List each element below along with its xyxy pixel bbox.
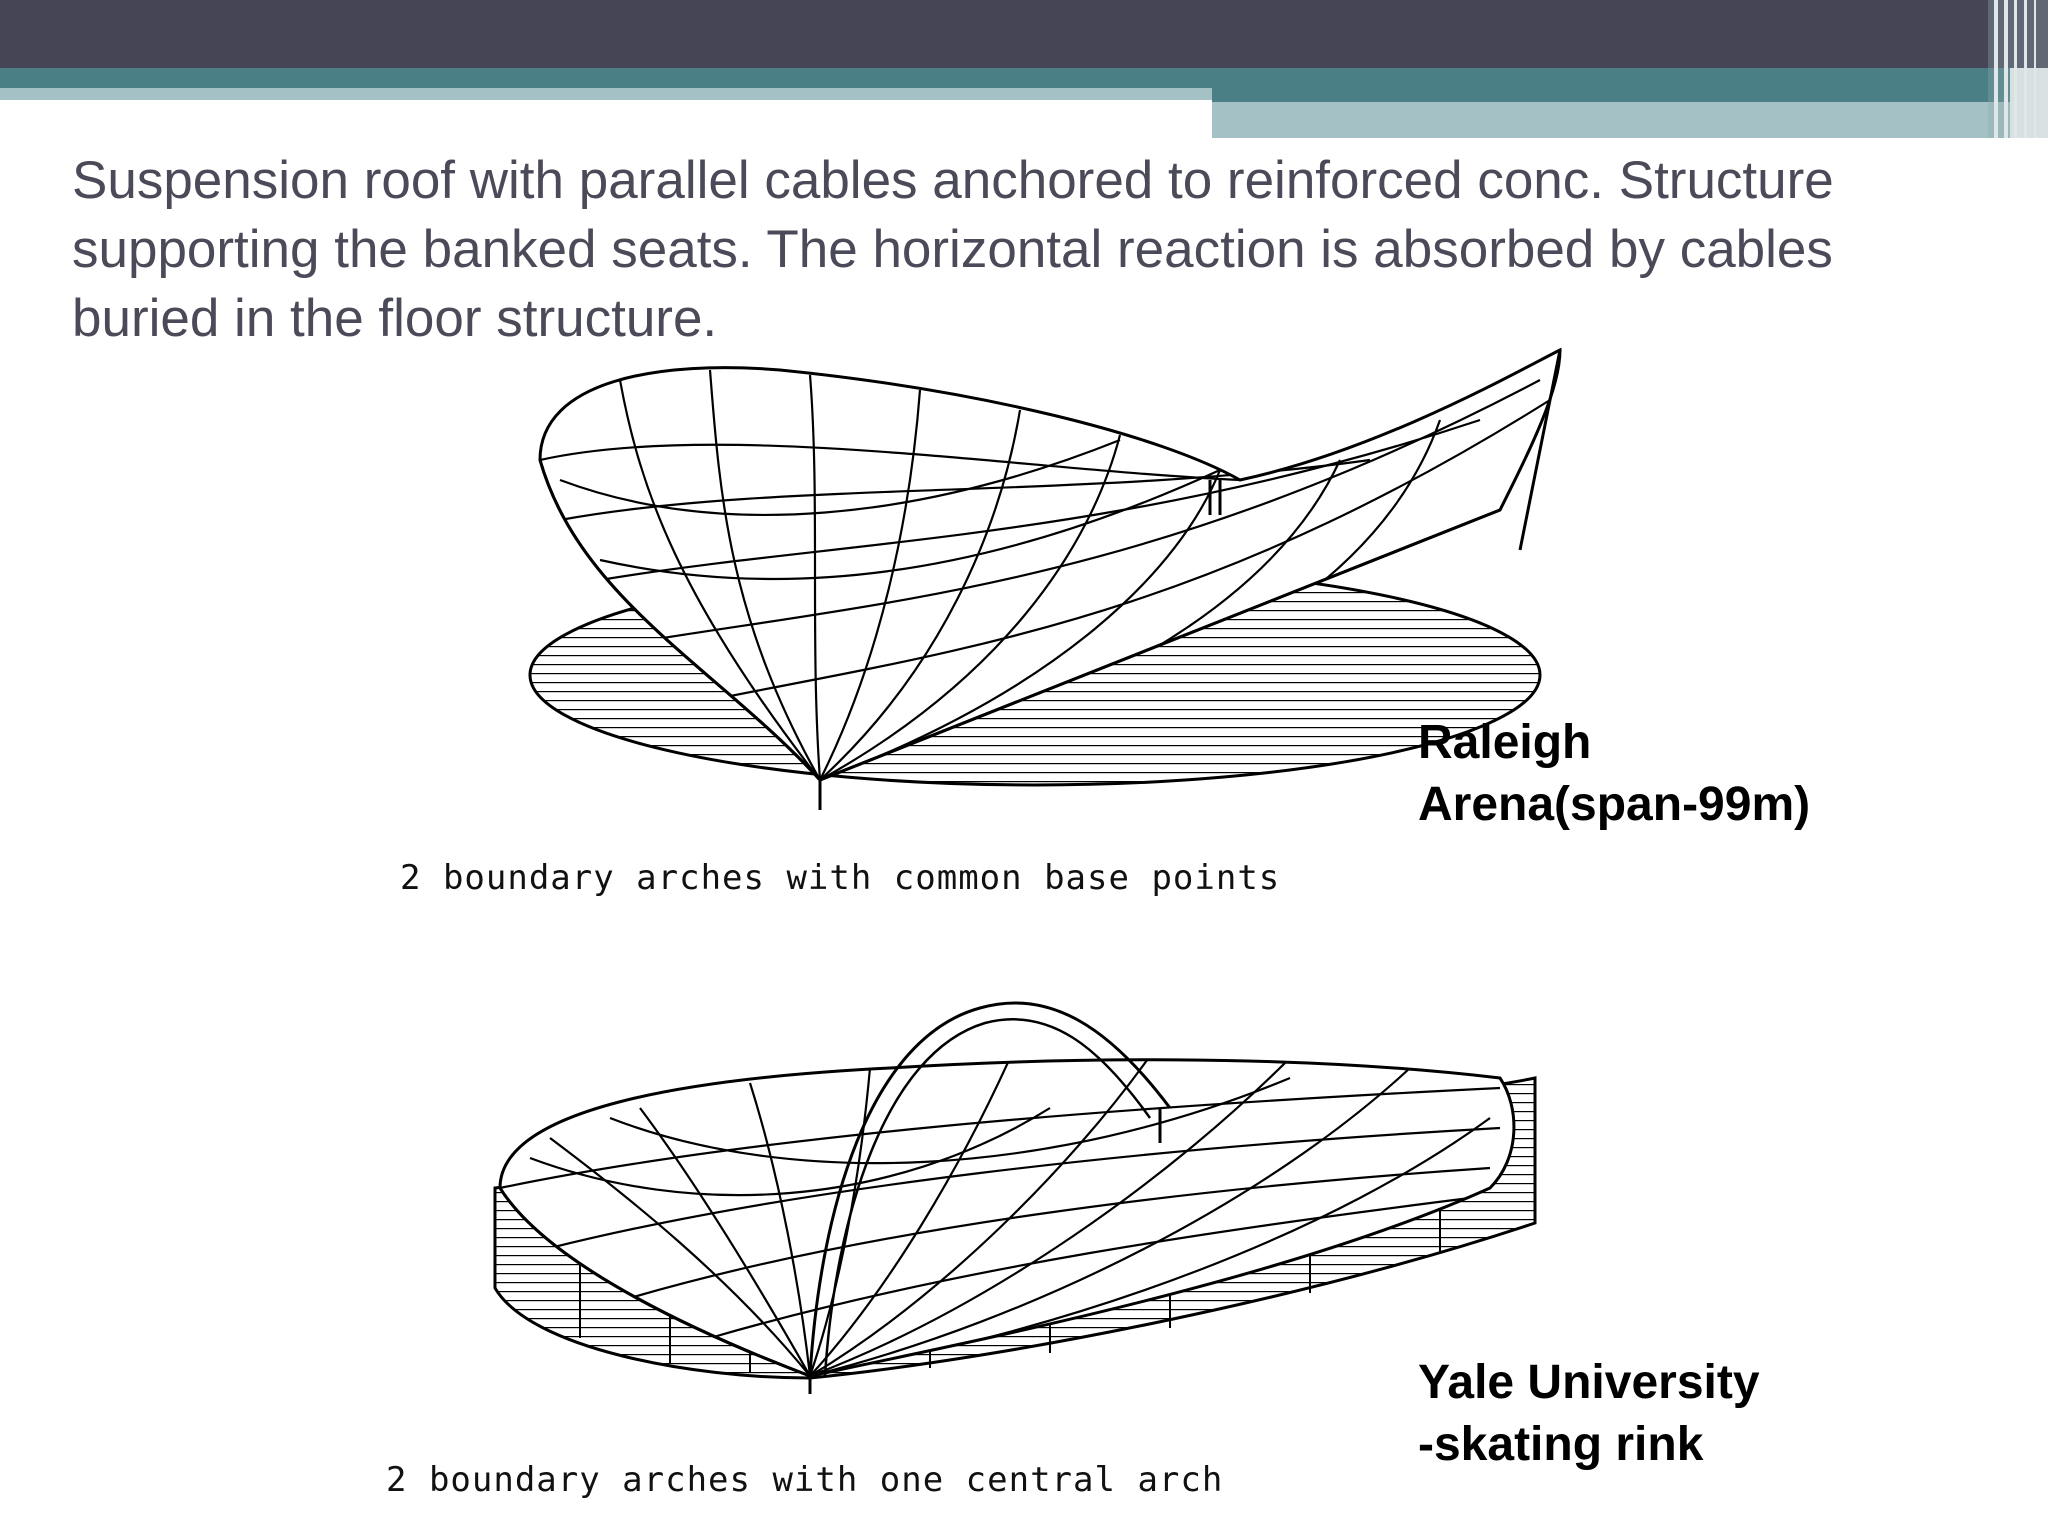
header-teal-band-right <box>1212 68 2010 102</box>
yale-central-arch <box>808 1001 1172 1377</box>
raleigh-arena-figure <box>528 347 1562 810</box>
header-dark-band <box>0 0 2048 68</box>
header-teal-band-left <box>0 68 1212 88</box>
raleigh-caption: 2 boundary arches with common base point… <box>400 858 1281 898</box>
header-edge-stripes <box>1988 0 2048 138</box>
raleigh-label-line2: Arena(span-99m) <box>1418 778 1811 831</box>
raleigh-label: Raleigh Arena(span-99m) <box>1418 712 1810 836</box>
yale-label: Yale University -skating rink <box>1418 1352 1760 1476</box>
raleigh-label-line1: Raleigh <box>1418 716 1592 769</box>
header-light-band-right <box>1212 102 2010 138</box>
header-light-band-left <box>0 88 1212 100</box>
yale-caption: 2 boundary arches with one central arch <box>386 1460 1224 1500</box>
yale-label-line2: -skating rink <box>1418 1418 1704 1471</box>
yale-rink-figure <box>493 1001 1537 1394</box>
yale-label-line1: Yale University <box>1418 1356 1760 1409</box>
slide-body-text: Suspension roof with parallel cables anc… <box>72 151 1834 348</box>
